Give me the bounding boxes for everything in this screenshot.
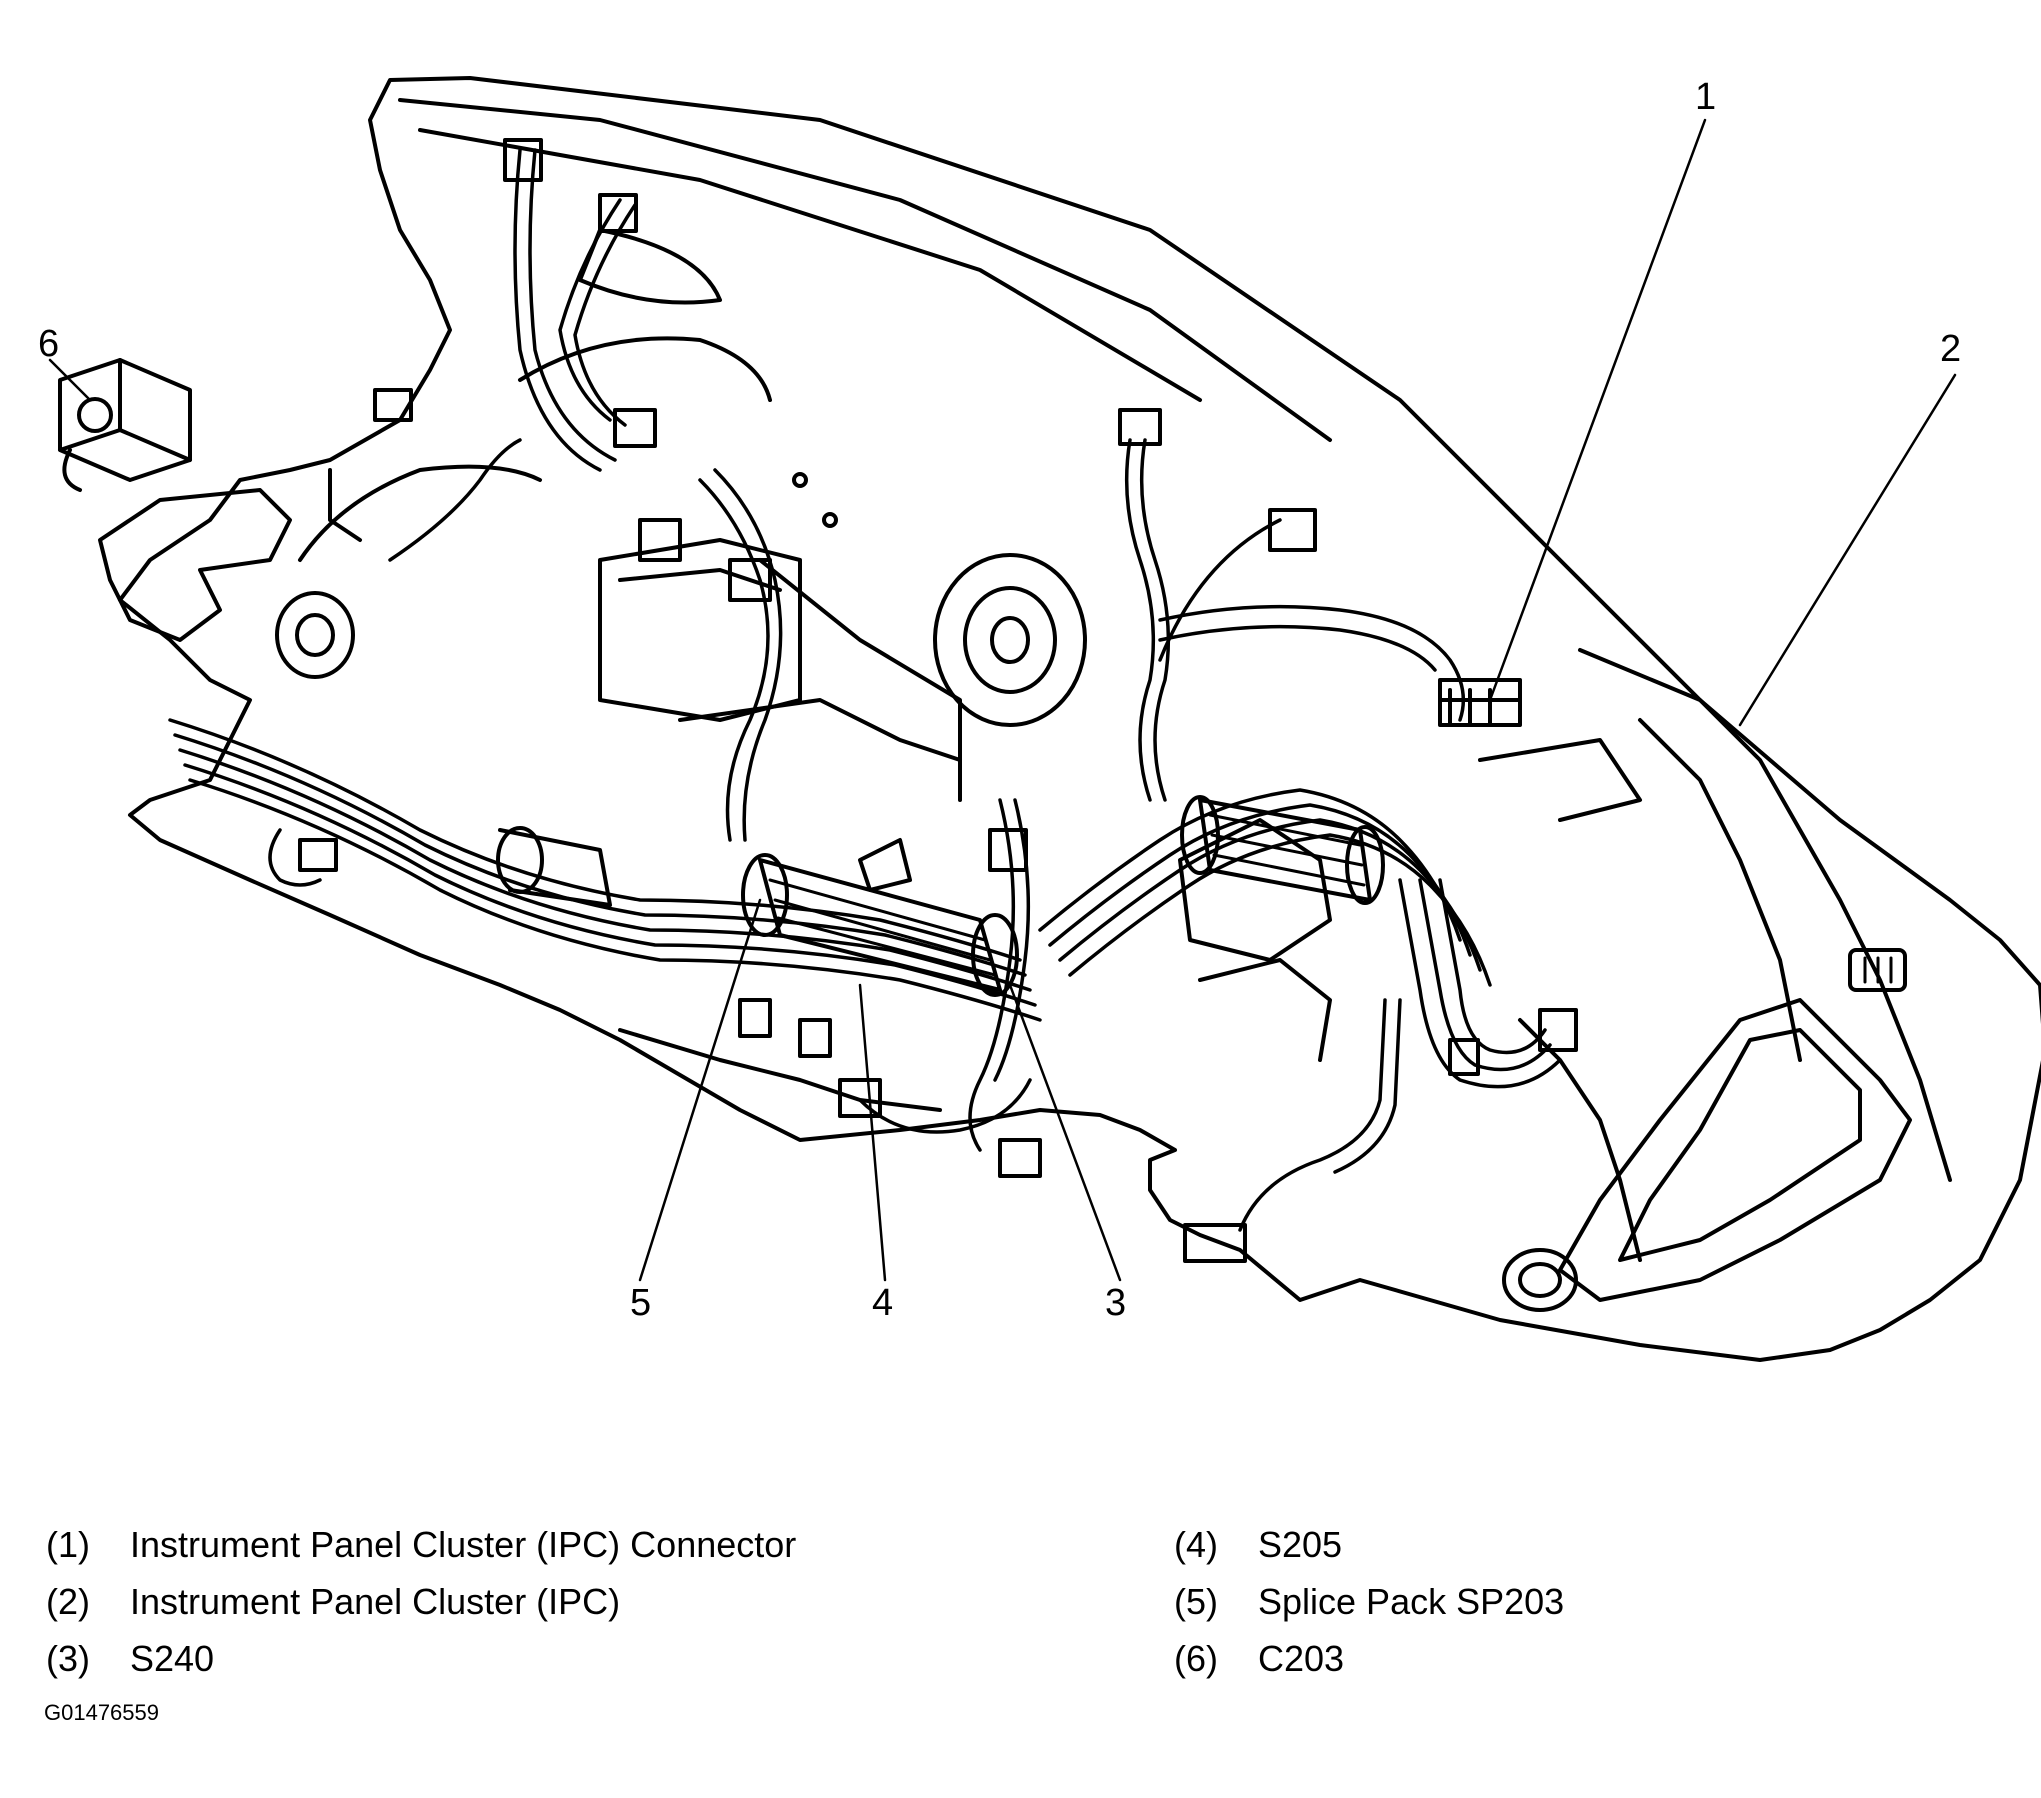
legend-index: (6) <box>1174 1638 1218 1679</box>
legend-item: (4) S205 <box>1174 1525 1342 1565</box>
left-end-bracket <box>98 488 292 642</box>
callout-number-5: 5 <box>630 1282 652 1324</box>
splice-pack-sleeve <box>741 853 1019 997</box>
left-harness-sleeve <box>496 826 612 907</box>
legend-text: Instrument Panel Cluster (IPC) <box>130 1581 621 1622</box>
callout-number-6: 6 <box>38 323 60 365</box>
connector-blocks <box>298 138 1578 1263</box>
legend-text: S240 <box>130 1638 215 1679</box>
legend-text: C203 <box>1258 1638 1345 1679</box>
callout-leader-lines <box>48 118 1957 1282</box>
legend-item: (3) S240 <box>46 1639 214 1679</box>
vent-square <box>1848 948 1907 992</box>
legend-index: (5) <box>1174 1581 1218 1622</box>
legend-item: (6) C203 <box>1174 1639 1344 1679</box>
callout-number-2: 2 <box>1940 328 1962 370</box>
legend-text: Instrument Panel Cluster (IPC) Connector <box>130 1524 797 1565</box>
instrument-panel-wiring-illustration <box>48 76 2041 1362</box>
instrument-panel-outline <box>118 76 2041 1362</box>
callout-number-4: 4 <box>872 1282 894 1324</box>
main-wiring-harness <box>168 718 1562 1232</box>
callout-number-1: 1 <box>1695 76 1717 118</box>
upper-branch-wires <box>268 148 1466 1152</box>
legend-text: S205 <box>1258 1524 1343 1565</box>
mount-hole <box>1502 1248 1578 1312</box>
legend-item: (1) Instrument Panel Cluster (IPC) Connec… <box>46 1525 796 1565</box>
display-bezel <box>1558 998 1912 1302</box>
center-hole-left <box>275 591 355 679</box>
legend-index: (3) <box>46 1638 90 1679</box>
callout-number-3: 3 <box>1105 1282 1127 1324</box>
ipc-harness-sleeve <box>1180 795 1385 905</box>
legend-index: (4) <box>1174 1524 1218 1565</box>
legend-index: (1) <box>46 1524 90 1565</box>
legend-index: (2) <box>46 1581 90 1622</box>
legend-item: (2) Instrument Panel Cluster (IPC) <box>46 1582 620 1622</box>
legend-text: Splice Pack SP203 <box>1258 1581 1565 1622</box>
figure-id: G01476559 <box>44 1700 159 1725</box>
legend-item: (5) Splice Pack SP203 <box>1174 1582 1564 1622</box>
center-duct <box>933 553 1087 727</box>
